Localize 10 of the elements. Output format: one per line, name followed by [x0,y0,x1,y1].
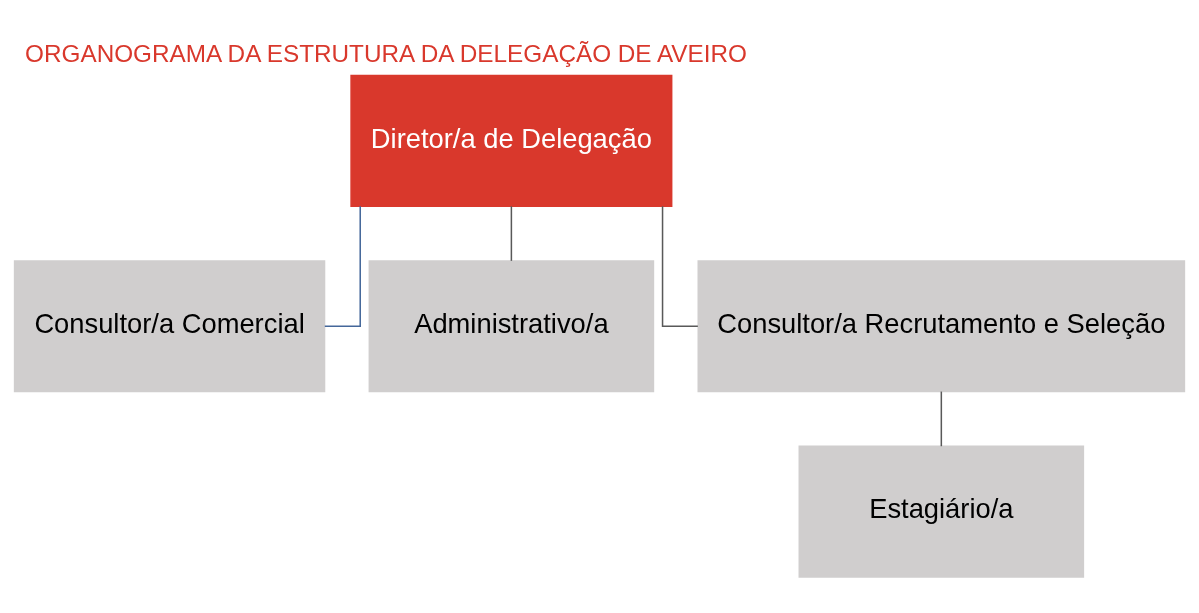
node-box: Administrativo/a [368,260,655,393]
node-box: Diretor/a de Delegação [350,74,673,207]
connector [661,205,699,327]
connector [940,390,943,447]
connector [510,205,513,262]
node-box: Consultor/a Comercial [13,260,326,393]
node-box: Consultor/a Recrutamento e Seleção [697,260,1186,393]
node-box: Estagiário/a [798,445,1085,578]
diagram-title: ORGANOGRAMA DA ESTRUTURA DA DELEGAÇÃO DE AVEIRO [25,39,747,67]
connector [324,205,361,327]
